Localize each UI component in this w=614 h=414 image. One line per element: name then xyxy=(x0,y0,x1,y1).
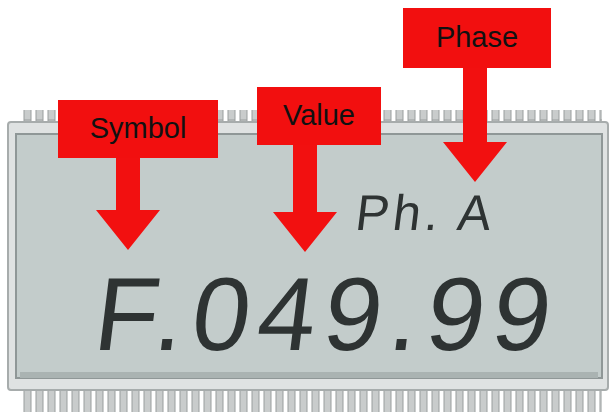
callout-text: Value xyxy=(283,100,355,132)
pointer-arrow xyxy=(273,138,337,252)
callout-text: Symbol xyxy=(90,113,187,145)
lcd-reading: Ph. A xyxy=(353,188,499,238)
callout-box: Phase xyxy=(403,8,551,68)
callout-box: Symbol xyxy=(58,100,218,158)
pointer-arrow xyxy=(96,150,160,250)
callout-box: Value xyxy=(257,87,381,145)
lcd-reading: F.049.99 xyxy=(90,262,566,366)
lcd-glass xyxy=(16,134,602,378)
lcd-frame xyxy=(8,122,608,390)
pointer-arrow xyxy=(443,60,507,182)
lcd-edge xyxy=(20,372,598,378)
callout-text: Phase xyxy=(436,22,518,54)
